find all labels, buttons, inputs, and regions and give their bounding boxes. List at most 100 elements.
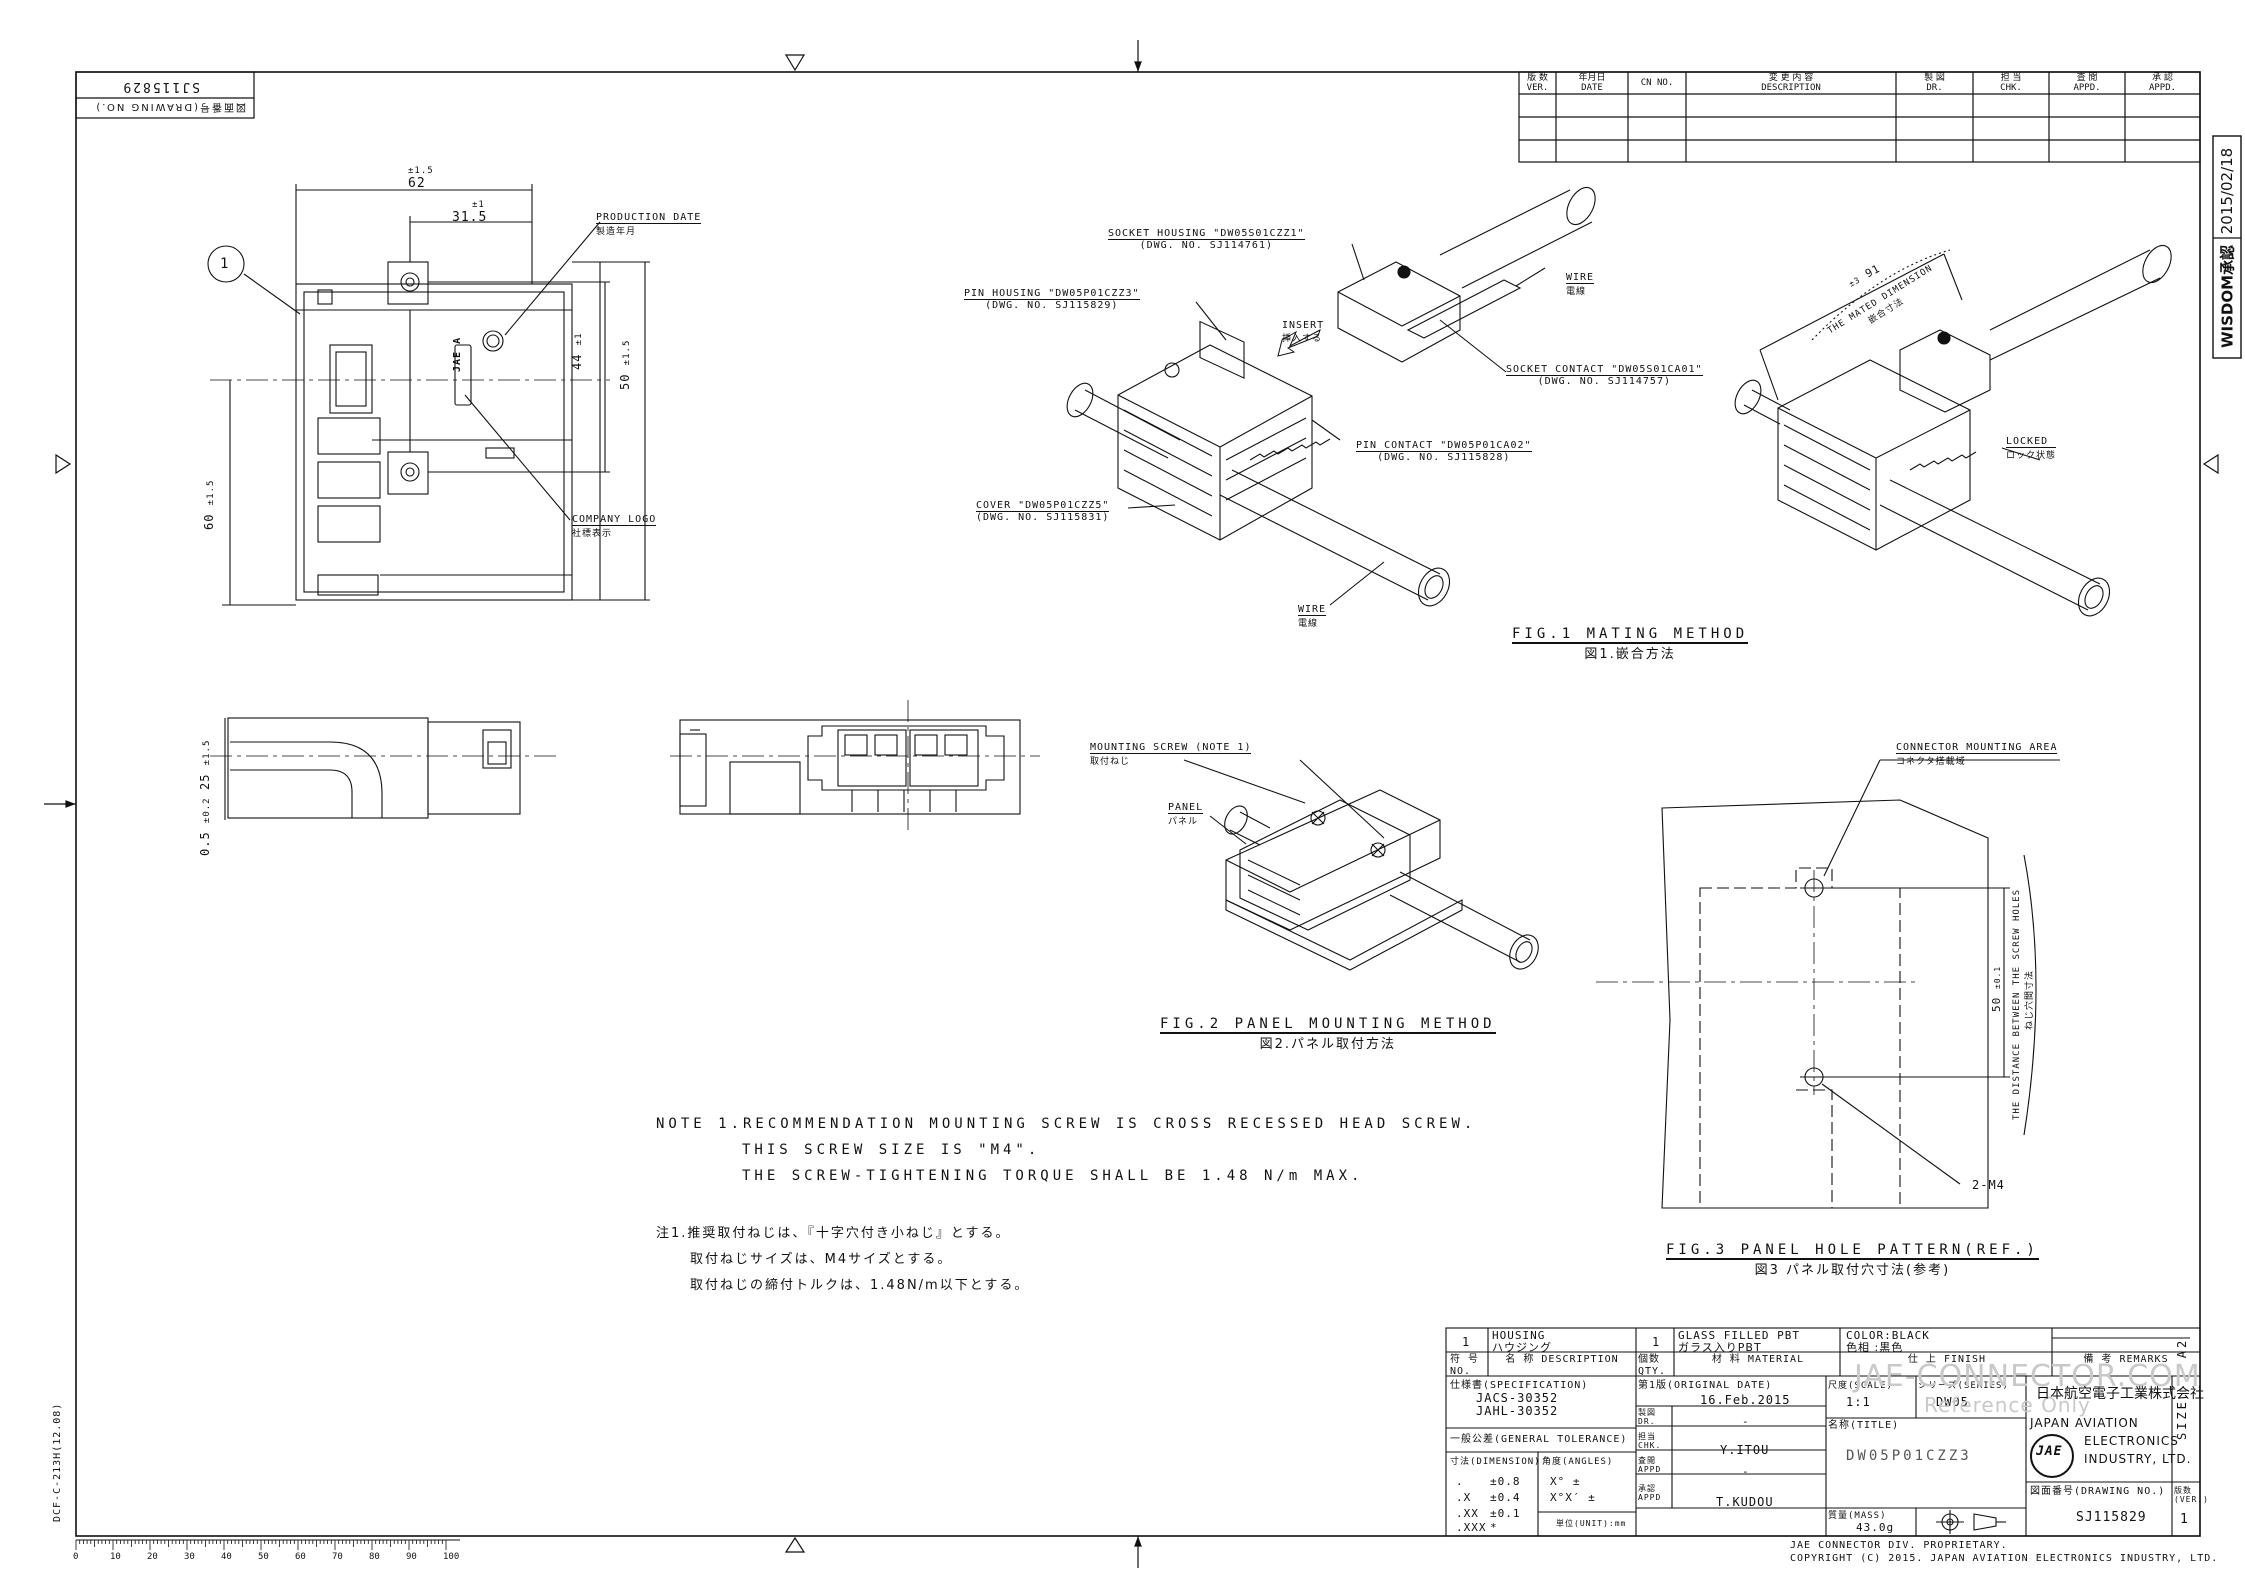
tb-ang-row-0: X° ± (1550, 1475, 1581, 1488)
label-panel-ja: パネル (1168, 817, 1199, 827)
label-company-logo: COMPANY LOGO 社標表示 (572, 514, 657, 539)
rev-h-dr-en: DR. (1926, 83, 1943, 93)
caption-fig2: FIG.2 PANEL MOUNTING METHOD 図2.パネル取付方法 (1160, 1016, 1496, 1052)
tb-tol-label: 一般公差(GENERAL TOLERANCE) (1450, 1434, 1628, 1445)
tb-item-desc-ja: ハウジング (1492, 1341, 1552, 1354)
rev-h-ver-ja: 版 数 (1527, 73, 1548, 83)
label-connector-area: CONNECTOR MOUNTING AREA コネクタ搭載域 (1896, 742, 2058, 767)
center-mark-right (2202, 453, 2219, 475)
label-pin-housing-dwg: (DWG. NO. SJ115829) (985, 300, 1119, 311)
fig1-mating-illustration (1066, 186, 1596, 607)
approval-stamp-date: 2015/02/18 (2218, 147, 2236, 235)
dim-0-5-val: 0.5 (198, 831, 212, 856)
small-logo-jae: JAE (452, 350, 463, 372)
caption-fig2-ja: 図2.パネル取付方法 (1160, 1032, 1496, 1052)
tb-ang-row-1: X°X′ ± (1550, 1491, 1596, 1504)
tb-unit: 単位(UNIT):mm (1556, 1519, 1627, 1528)
dim-50b-tol: ±0.1 (1993, 965, 2002, 990)
note-en-line1: NOTE 1.RECOMMENDATION MOUNTING SCREW IS … (656, 1116, 1477, 1132)
ruler-label: 60 (295, 1552, 306, 1562)
note-en-line2: THIS SCREW SIZE IS "M4". (742, 1142, 1041, 1158)
tb-company-en-3: INDUSTRY, LTD. (2084, 1452, 2192, 1466)
tb-dwg-label: 図面番号(DRAWING NO.) (2030, 1486, 2166, 1497)
label-wire-1-en: WIRE (1566, 272, 1595, 284)
tb-finish-en: COLOR:BLACK (1846, 1329, 1930, 1342)
tb-title-label: 名称(TITLE) (1828, 1420, 1900, 1431)
fig3-hole-pattern (1596, 759, 2060, 1209)
label-mounting-screw: MOUNTING SCREW (NOTE 1) 取付ねじ (1090, 742, 1252, 767)
dim-25: 25 ±1.5 (198, 740, 212, 790)
ruler-label: 80 (369, 1552, 380, 1562)
label-socket-contact: SOCKET CONTACT "DW05S01CA01" (DWG. NO. S… (1506, 364, 1703, 387)
label-socket-contact-dwg: (DWG. NO. SJ114757) (1537, 376, 1671, 387)
dim-0-5-tol: ±0.2 (202, 797, 212, 824)
caption-fig3: FIG.3 PANEL HOLE PATTERN(REF.) 図3 パネル取付穴… (1666, 1242, 2039, 1278)
label-socket-contact-en: SOCKET CONTACT "DW05S01CA01" (1506, 364, 1703, 376)
caption-fig1-ja: 図1.嵌合方法 (1512, 642, 1749, 662)
label-panel-en: PANEL (1168, 802, 1204, 814)
label-pin-housing-en: PIN HOUSING "DW05P01CZZ3" (964, 288, 1140, 300)
tb-watermark-1: JAE-CONNECTOR.COM (1854, 1359, 2201, 1394)
rev-h-desc-en: DESCRIPTION (1761, 83, 1821, 93)
tb-company-en: JAPAN AVIATION ELECTRONICS INDUSTRY, LTD… (2030, 1414, 2191, 1468)
label-panel: PANEL パネル (1168, 802, 1204, 827)
caption-fig1: FIG.1 MATING METHOD 図1.嵌合方法 (1512, 626, 1749, 662)
tb-company-en-1: JAPAN AVIATION (2030, 1416, 2139, 1430)
ruler-label: 10 (110, 1552, 121, 1562)
ruler-label: 0 (73, 1552, 79, 1562)
approval-stamp: 2015/02/18 WISDOM承認 (2213, 136, 2241, 358)
label-locked-en: LOCKED (2006, 436, 2057, 448)
label-wire-1-ja: 電線 (1566, 287, 1587, 297)
rev-h-chk-en: CHK. (2000, 83, 2022, 93)
label-mounting-screw-en: MOUNTING SCREW (NOTE 1) (1090, 742, 1252, 754)
tb-dwg-no: SJ115829 (2076, 1510, 2147, 1525)
tb-orig-date: 16.Feb.2015 (1700, 1393, 1791, 1407)
label-pin-contact: PIN CONTACT "DW05P01CA02" (DWG. NO. SJ11… (1356, 440, 1532, 463)
dim-50a: 50 ±1.5 (618, 340, 632, 390)
label-insert-en: INSERT (1282, 320, 1325, 331)
label-socket-housing-en: SOCKET HOUSING "DW05S01CZZ1" (1108, 228, 1305, 240)
center-mark-bottom (784, 1536, 806, 1553)
caption-fig1-en: FIG.1 MATING METHOD (1512, 626, 1749, 644)
dim-25-val: 25 (198, 773, 212, 790)
dim-62-tol: ±1.5 (408, 166, 434, 176)
tb-company-en-2: ELECTRONICS (2084, 1434, 2179, 1448)
tb-ver-label: 版数 (VER.) (2174, 1486, 2209, 1504)
tb-tol-fmt-2: .XX (1456, 1507, 1479, 1520)
dim-50b-val: 50 (1990, 996, 2003, 1012)
label-screw-holes: THE DISTANCE BETWEEN THE SCREW HOLES ねじ穴… (2012, 889, 2035, 1120)
ruler-label: 40 (221, 1552, 232, 1562)
note-ja-line2: 取付ねじサイズは、M4サイズとする。 (690, 1252, 953, 1267)
tb-material-en: GLASS FILLED PBT (1678, 1329, 1800, 1342)
dim-60: 60 ±1.5 (202, 480, 216, 530)
tb-item-no: 1 (1462, 1335, 1471, 1349)
label-connector-area-ja: コネクタ搭載域 (1896, 757, 1966, 767)
rev-h-chk-ja: 担 当 (2000, 73, 2022, 83)
dim-31-5: ±1 31.5 (452, 200, 487, 225)
label-wire-2-ja: 電線 (1298, 619, 1319, 629)
tb-dr: - (1742, 1415, 1750, 1428)
tb-tol-ang: 角度(ANGLES) (1542, 1457, 1614, 1467)
front-view (207, 184, 650, 606)
note-ja-line1: 注1.推奨取付ねじは、『十字穴付き小ねじ』とする。 (656, 1226, 1011, 1241)
label-production-date-en: PRODUCTION DATE (596, 212, 702, 224)
small-logo-a: A (452, 336, 463, 344)
label-screw-holes-ja: ねじ穴間寸法 (2025, 969, 2035, 1030)
dim-50a-val: 50 (618, 373, 632, 390)
rev-h-date-en: DATE (1581, 83, 1603, 93)
balloon-1: 1 (220, 256, 230, 272)
flipped-drawing-no: 図面番号(DRAWING NO.) SJ115829 (78, 74, 254, 118)
tb-h-fin: 仕 上 FINISH (1907, 1354, 1987, 1365)
dim-50a-tol: ±1.5 (622, 339, 632, 366)
label-insert: INSERT 挿入する (1282, 320, 1324, 344)
tb-watermark: JAE-CONNECTOR.COM Reference Only (1854, 1359, 2201, 1417)
end-view (670, 700, 1040, 830)
fig1-mated-illustration (1734, 244, 2172, 617)
tb-dr-label: 製図 DR. (1638, 1408, 1656, 1426)
tb-tol-dim: 寸法(DIMENSION) (1450, 1457, 1541, 1467)
tb-logo-text: JAE (2036, 1444, 2063, 1459)
flipped-drawing-no-value: SJ115829 (121, 79, 200, 94)
tb-tol-fmt-1: .X (1456, 1491, 1472, 1504)
